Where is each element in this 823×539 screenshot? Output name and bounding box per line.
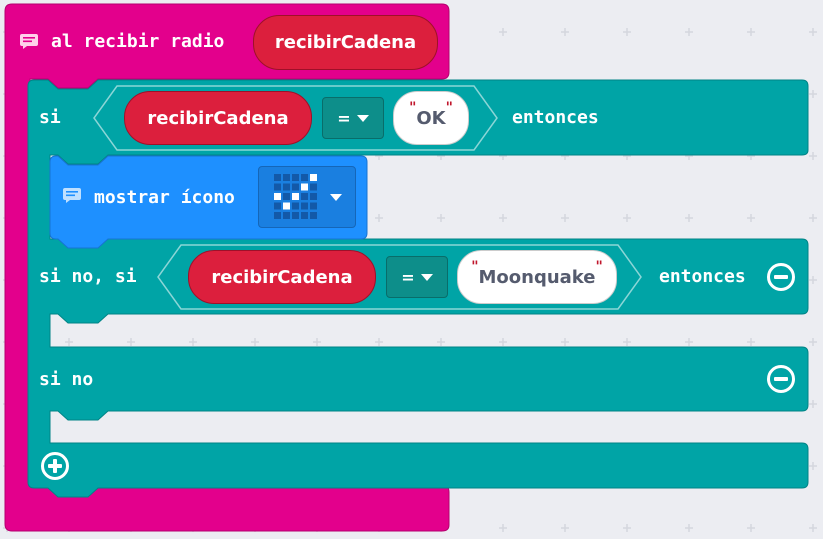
minus-circle-icon[interactable] bbox=[767, 365, 795, 393]
grid-cross bbox=[375, 338, 383, 346]
led-off bbox=[292, 212, 299, 219]
param-recibircadena[interactable]: recibirCadena bbox=[253, 15, 438, 70]
text-value-moonquake-label: Moonquake bbox=[478, 266, 596, 288]
led-off bbox=[292, 183, 299, 191]
grid-cross bbox=[685, 524, 693, 532]
led-off bbox=[283, 212, 290, 219]
text-value-moonquake[interactable]: "Moonquake" bbox=[457, 250, 617, 304]
variable-recibircadena-2[interactable]: recibirCadena bbox=[188, 250, 376, 304]
event-label: al recibir radio bbox=[51, 31, 225, 52]
grid-cross bbox=[685, 214, 693, 222]
then-label-1: entonces bbox=[512, 107, 599, 128]
led-off bbox=[301, 193, 308, 200]
grid-cross bbox=[623, 524, 631, 532]
led-on bbox=[283, 202, 290, 210]
show-icon-label: mostrar ícono bbox=[94, 187, 235, 208]
quote-open: " bbox=[471, 259, 479, 275]
led-off bbox=[292, 202, 299, 210]
led-off bbox=[274, 202, 281, 210]
led-check-icon bbox=[274, 174, 317, 219]
grid-cross bbox=[313, 338, 321, 346]
led-on bbox=[301, 183, 308, 191]
comment-icon[interactable] bbox=[19, 33, 39, 49]
minus-bar bbox=[774, 275, 788, 279]
led-off bbox=[274, 174, 281, 181]
chevron-down-icon bbox=[356, 114, 369, 122]
grid-cross bbox=[747, 524, 755, 532]
plus-circle-icon[interactable] bbox=[41, 452, 69, 480]
led-off bbox=[310, 202, 317, 210]
grid-cross bbox=[437, 214, 445, 222]
grid-cross bbox=[809, 276, 817, 284]
else-label: si no bbox=[39, 369, 94, 390]
led-off bbox=[292, 174, 299, 181]
grid-cross bbox=[747, 338, 755, 346]
grid-cross bbox=[561, 28, 569, 36]
chevron-down-icon bbox=[330, 193, 342, 201]
led-off bbox=[274, 212, 281, 219]
grid-cross bbox=[189, 338, 197, 346]
grid-cross bbox=[685, 338, 693, 346]
grid-cross bbox=[809, 28, 817, 36]
grid-cross bbox=[561, 214, 569, 222]
led-off bbox=[310, 212, 317, 219]
grid-cross bbox=[499, 338, 507, 346]
text-value-ok[interactable]: "OK" bbox=[393, 91, 469, 145]
else-if-label: si no, si bbox=[39, 266, 137, 287]
led-off bbox=[301, 212, 308, 219]
grid-cross bbox=[809, 462, 817, 470]
minus-circle-icon[interactable] bbox=[767, 263, 795, 291]
grid-cross bbox=[623, 214, 631, 222]
led-on bbox=[292, 193, 299, 200]
led-off bbox=[283, 174, 290, 181]
quote-close: " bbox=[445, 100, 453, 116]
grid-cross bbox=[809, 338, 817, 346]
grid-cross bbox=[623, 338, 631, 346]
chevron-down-icon bbox=[420, 273, 433, 281]
comment-icon[interactable] bbox=[62, 187, 82, 203]
grid-cross bbox=[747, 214, 755, 222]
led-off bbox=[310, 193, 317, 200]
grid-cross bbox=[685, 28, 693, 36]
grid-cross bbox=[65, 338, 73, 346]
grid-cross bbox=[747, 28, 755, 36]
led-off bbox=[283, 193, 290, 200]
led-off bbox=[301, 202, 308, 210]
grid-cross bbox=[437, 338, 445, 346]
then-label-2: entonces bbox=[659, 266, 746, 287]
minus-bar bbox=[774, 377, 788, 381]
operator-dropdown-1[interactable]: = bbox=[322, 97, 384, 139]
variable-recibircadena-1[interactable]: recibirCadena bbox=[124, 91, 312, 145]
led-off bbox=[310, 183, 317, 191]
operator-dropdown-2[interactable]: = bbox=[386, 256, 448, 298]
grid-cross bbox=[809, 90, 817, 98]
grid-cross bbox=[499, 524, 507, 532]
grid-cross bbox=[561, 338, 569, 346]
text-value-ok-label: OK bbox=[416, 107, 446, 129]
icon-picker-dropdown[interactable] bbox=[258, 166, 356, 228]
grid-cross bbox=[809, 400, 817, 408]
grid-cross bbox=[375, 214, 383, 222]
grid-cross bbox=[623, 28, 631, 36]
quote-open: " bbox=[409, 100, 417, 116]
grid-cross bbox=[561, 524, 569, 532]
grid-cross bbox=[127, 338, 135, 346]
led-on bbox=[310, 174, 317, 181]
grid-cross bbox=[809, 524, 817, 532]
led-off bbox=[283, 183, 290, 191]
grid-cross bbox=[251, 338, 259, 346]
grid-cross bbox=[809, 152, 817, 160]
operator-label-2: = bbox=[401, 267, 415, 287]
if-label: si bbox=[39, 107, 61, 128]
grid-cross bbox=[499, 28, 507, 36]
grid-cross bbox=[499, 214, 507, 222]
quote-close: " bbox=[595, 259, 603, 275]
led-on bbox=[274, 193, 281, 200]
led-off bbox=[301, 174, 308, 181]
operator-label-1: = bbox=[337, 108, 351, 128]
plus-bar-v bbox=[53, 459, 57, 473]
grid-cross bbox=[809, 214, 817, 222]
led-off bbox=[274, 183, 281, 191]
